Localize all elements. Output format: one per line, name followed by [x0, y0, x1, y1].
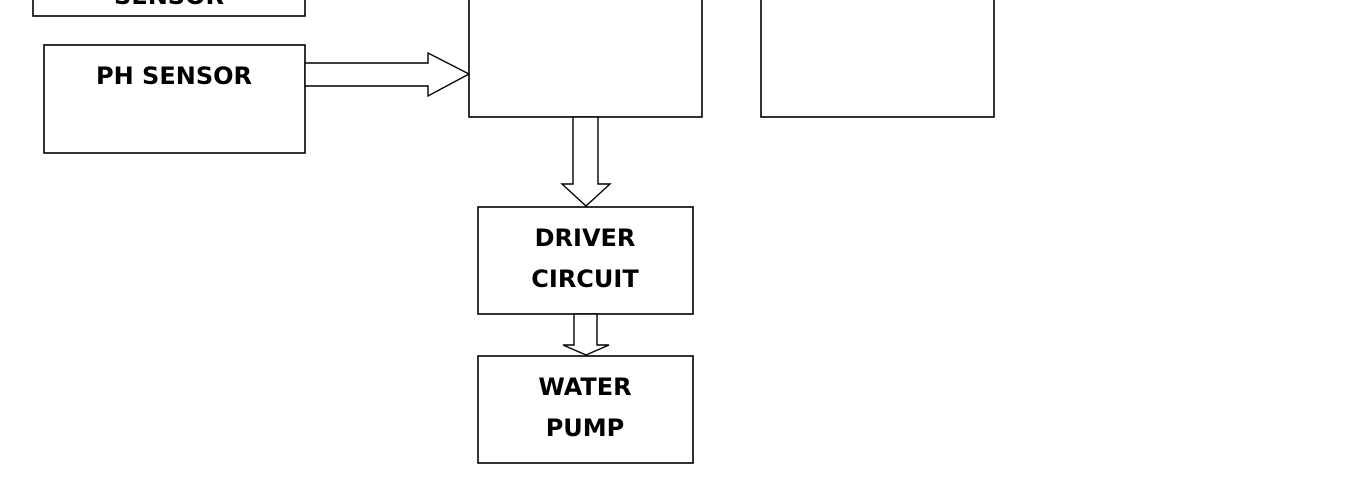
arrow-driver-to-pump — [562, 313, 610, 356]
driver-circuit-box — [477, 206, 694, 315]
ph-sensor-box — [43, 44, 306, 154]
blank-block-right — [760, 0, 995, 118]
controller-block — [468, 0, 703, 118]
arrow-controller-to-driver — [560, 116, 612, 207]
driver-circuit-label-line2: CIRCUIT — [531, 265, 639, 293]
sensor-block-top-box — [32, 0, 306, 17]
water-pump-block: WATER PUMP — [477, 355, 694, 464]
water-pump-label-line1: WATER — [538, 373, 631, 401]
water-pump-label-line2: PUMP — [546, 414, 625, 442]
driver-circuit-label-line1: DRIVER — [535, 224, 636, 252]
ph-sensor-label: PH SENSOR — [96, 62, 252, 90]
driver-circuit-block: DRIVER CIRCUIT — [477, 206, 694, 315]
water-pump-box — [477, 355, 694, 464]
arrow-ph-to-controller — [304, 51, 471, 98]
sensor-block-top: SENSOR — [32, 0, 306, 17]
ph-sensor-block: PH SENSOR — [43, 44, 306, 154]
sensor-block-top-label: SENSOR — [114, 0, 224, 10]
